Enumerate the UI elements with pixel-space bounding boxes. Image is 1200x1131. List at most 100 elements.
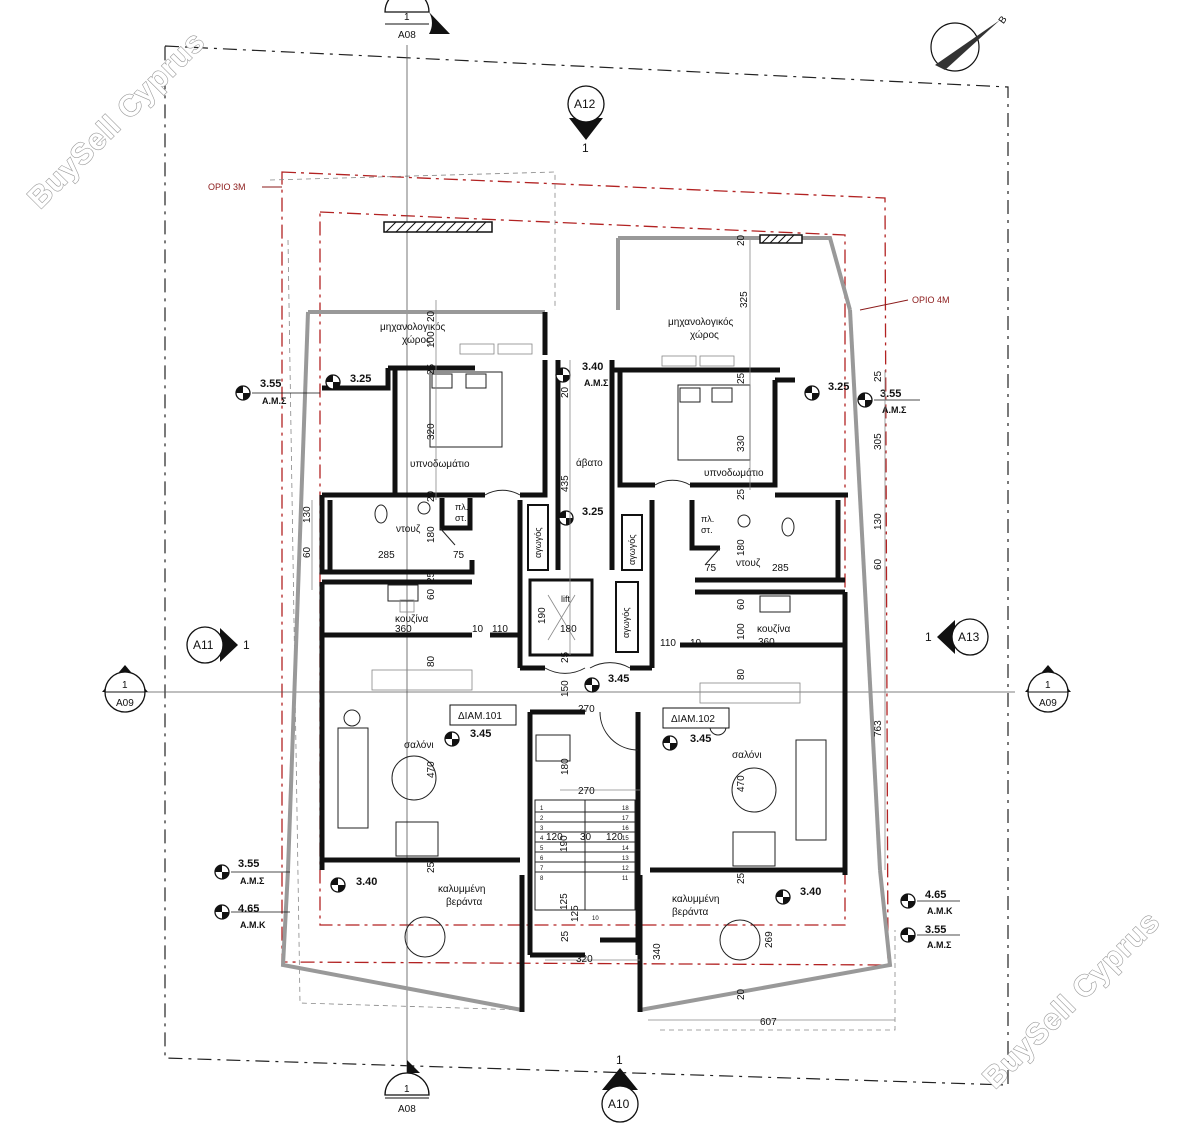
- section-right-ref: A09: [1039, 698, 1057, 709]
- dim-label: 80: [736, 668, 747, 680]
- level-marker: 3.40 Α.Μ.Σ: [555, 361, 609, 388]
- elevation-marker-a10: A10 1: [601, 1053, 639, 1123]
- level-value: 3.25: [828, 381, 849, 393]
- dim-label: 60: [426, 588, 437, 600]
- dim-label: 110: [660, 638, 676, 649]
- room-mech-right-line1: μηχανολογικός: [668, 316, 734, 328]
- level-marker: 3.25: [325, 373, 371, 390]
- level-value: 4.65: [925, 889, 946, 901]
- dim-label: 20: [560, 386, 571, 398]
- dim-label: 20: [426, 490, 437, 502]
- dim-label: 20: [736, 988, 747, 1000]
- watermark-bottom-right: BuySell Cyprus: [977, 905, 1167, 1095]
- level-note: Α.Μ.Σ: [262, 396, 287, 406]
- level-note: Α.Μ.Σ: [927, 940, 952, 950]
- dim-label: 25: [560, 651, 571, 663]
- dim-label: 285: [378, 550, 395, 561]
- dim-label: 60: [873, 558, 884, 570]
- dim-label: 180: [560, 624, 577, 635]
- dimension-lines: [311, 240, 895, 1021]
- room-mech-left-line1: μηχανολογικός: [380, 321, 446, 333]
- room-living-left: σαλόνι: [404, 739, 434, 751]
- stair-step: 1: [540, 806, 544, 812]
- elevation-marker-a11: A11 1: [186, 626, 250, 664]
- level-marker: 3.55 Α.Μ.Σ: [900, 924, 960, 950]
- elevation-a13-ref: A13: [958, 630, 980, 644]
- room-duct-2: αγωγός: [627, 534, 637, 565]
- dim-label: 25: [560, 930, 571, 942]
- dim-label: 470: [426, 761, 437, 778]
- level-marker: 4.65 Α.Μ.Κ: [214, 903, 290, 930]
- dim-label: 150: [560, 680, 571, 697]
- level-note: Α.Μ.Σ: [882, 405, 907, 415]
- dim-label: 125: [559, 893, 570, 910]
- dim-label: 25: [736, 872, 747, 884]
- dim-label: 25: [736, 488, 747, 500]
- room-abato: άβατο: [576, 457, 603, 469]
- level-marker: 3.45: [584, 673, 629, 693]
- room-veranda-right-line1: καλυμμένη: [672, 893, 719, 905]
- dim-label: 25: [873, 370, 884, 382]
- level-value: 3.40: [582, 361, 603, 373]
- level-value: 3.45: [470, 728, 491, 740]
- dim-label: 125: [570, 905, 581, 922]
- section-top-ref: A08: [398, 30, 416, 41]
- stair-step: 14: [622, 846, 629, 852]
- elevation-a12-ref: A12: [574, 97, 596, 111]
- elevation-marker-a12: A12 1: [567, 85, 605, 155]
- level-note: Α.Μ.Κ: [927, 906, 953, 916]
- dim-label: 269: [764, 931, 775, 948]
- section-top-number: 1: [404, 12, 410, 23]
- stair-step: 7: [540, 866, 544, 872]
- dim-label: 320: [426, 423, 437, 440]
- room-bedroom-right: υπνοδωμάτιο: [704, 467, 764, 479]
- stair-step: 16: [622, 826, 629, 832]
- level-markers: 3.55 Α.Μ.Σ 3.25 3.40 Α.Μ.Σ 3.25 3.55 Α.Μ…: [214, 361, 960, 950]
- level-value: 3.40: [356, 876, 377, 888]
- stair-step: 18: [622, 806, 629, 812]
- elevation-marker-a13: A13 1: [925, 618, 989, 656]
- level-value: 3.55: [925, 924, 946, 936]
- elevation-a11-ref: A11: [193, 638, 214, 652]
- level-value: 3.45: [608, 673, 629, 685]
- dim-label: 190: [559, 835, 570, 852]
- dim-label: 25: [426, 571, 437, 583]
- dim-label: 180: [426, 526, 437, 543]
- dim-label: 180: [560, 758, 571, 775]
- stair-step: 2: [540, 816, 544, 822]
- furniture: [337, 343, 827, 961]
- section-bottom-ref: A08: [398, 1104, 416, 1115]
- room-duct-3: αγωγός: [621, 607, 631, 638]
- stair-landing-step: 10: [592, 916, 599, 922]
- dim-label: 130: [302, 506, 313, 523]
- stair-step: 5: [540, 846, 544, 852]
- section-right-number: 1: [1045, 680, 1051, 691]
- watermark: BuySell Cyprus BuySell Cyprus: [21, 24, 1167, 1095]
- dim-label: 25: [426, 363, 437, 375]
- site-boundary: [164, 45, 1009, 1086]
- north-arrow-icon: B: [930, 14, 1010, 72]
- dim-label: 325: [739, 291, 750, 308]
- elevation-a12-number: 1: [582, 141, 589, 155]
- dim-label: 270: [578, 704, 595, 715]
- room-storage-left-1: πλ.: [455, 502, 468, 512]
- section-marker-top: 1 A08: [384, 0, 450, 41]
- stair-step: 11: [622, 876, 629, 882]
- stair-step: 8: [540, 876, 544, 882]
- section-bottom-number: 1: [404, 1084, 410, 1095]
- elevation-a10-ref: A10: [608, 1097, 630, 1111]
- dim-label: 80: [426, 655, 437, 667]
- dim-label: 10: [690, 638, 702, 649]
- apartment-102-label: ΔΙΑΜ.102: [671, 714, 715, 725]
- room-labels: μηχανολογικός χώρος μηχανολογικός χώρος …: [380, 316, 791, 918]
- north-arrow-letter: B: [997, 14, 1010, 26]
- level-marker: 3.55 Α.Μ.Σ: [857, 388, 920, 415]
- room-duct-1: αγωγός: [533, 527, 543, 558]
- stair-step: 15: [622, 836, 629, 842]
- dim-label: 25: [426, 861, 437, 873]
- level-marker: 3.40: [330, 876, 377, 893]
- section-left-ref: A09: [116, 698, 134, 709]
- level-value: 3.40: [800, 886, 821, 898]
- elevation-a13-number: 1: [925, 630, 932, 644]
